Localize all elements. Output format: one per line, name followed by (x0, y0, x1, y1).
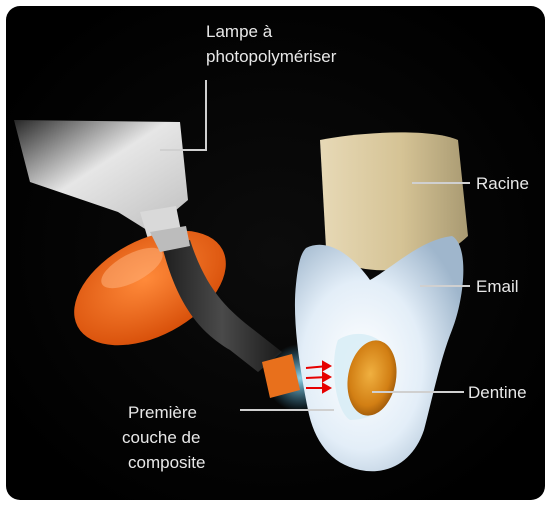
label-dentin: Dentine (468, 383, 527, 402)
label-enamel: Email (476, 277, 519, 296)
label-first-layer-line-2: couche de (122, 428, 200, 447)
label-first-layer-line-3: composite (128, 453, 205, 472)
label-lamp-line-1: Lampe à (206, 22, 273, 41)
background (6, 6, 545, 500)
label-first-layer-line-1: Première (128, 403, 197, 422)
label-lamp-line-2: photopolymériser (206, 47, 337, 66)
label-root: Racine (476, 174, 529, 193)
